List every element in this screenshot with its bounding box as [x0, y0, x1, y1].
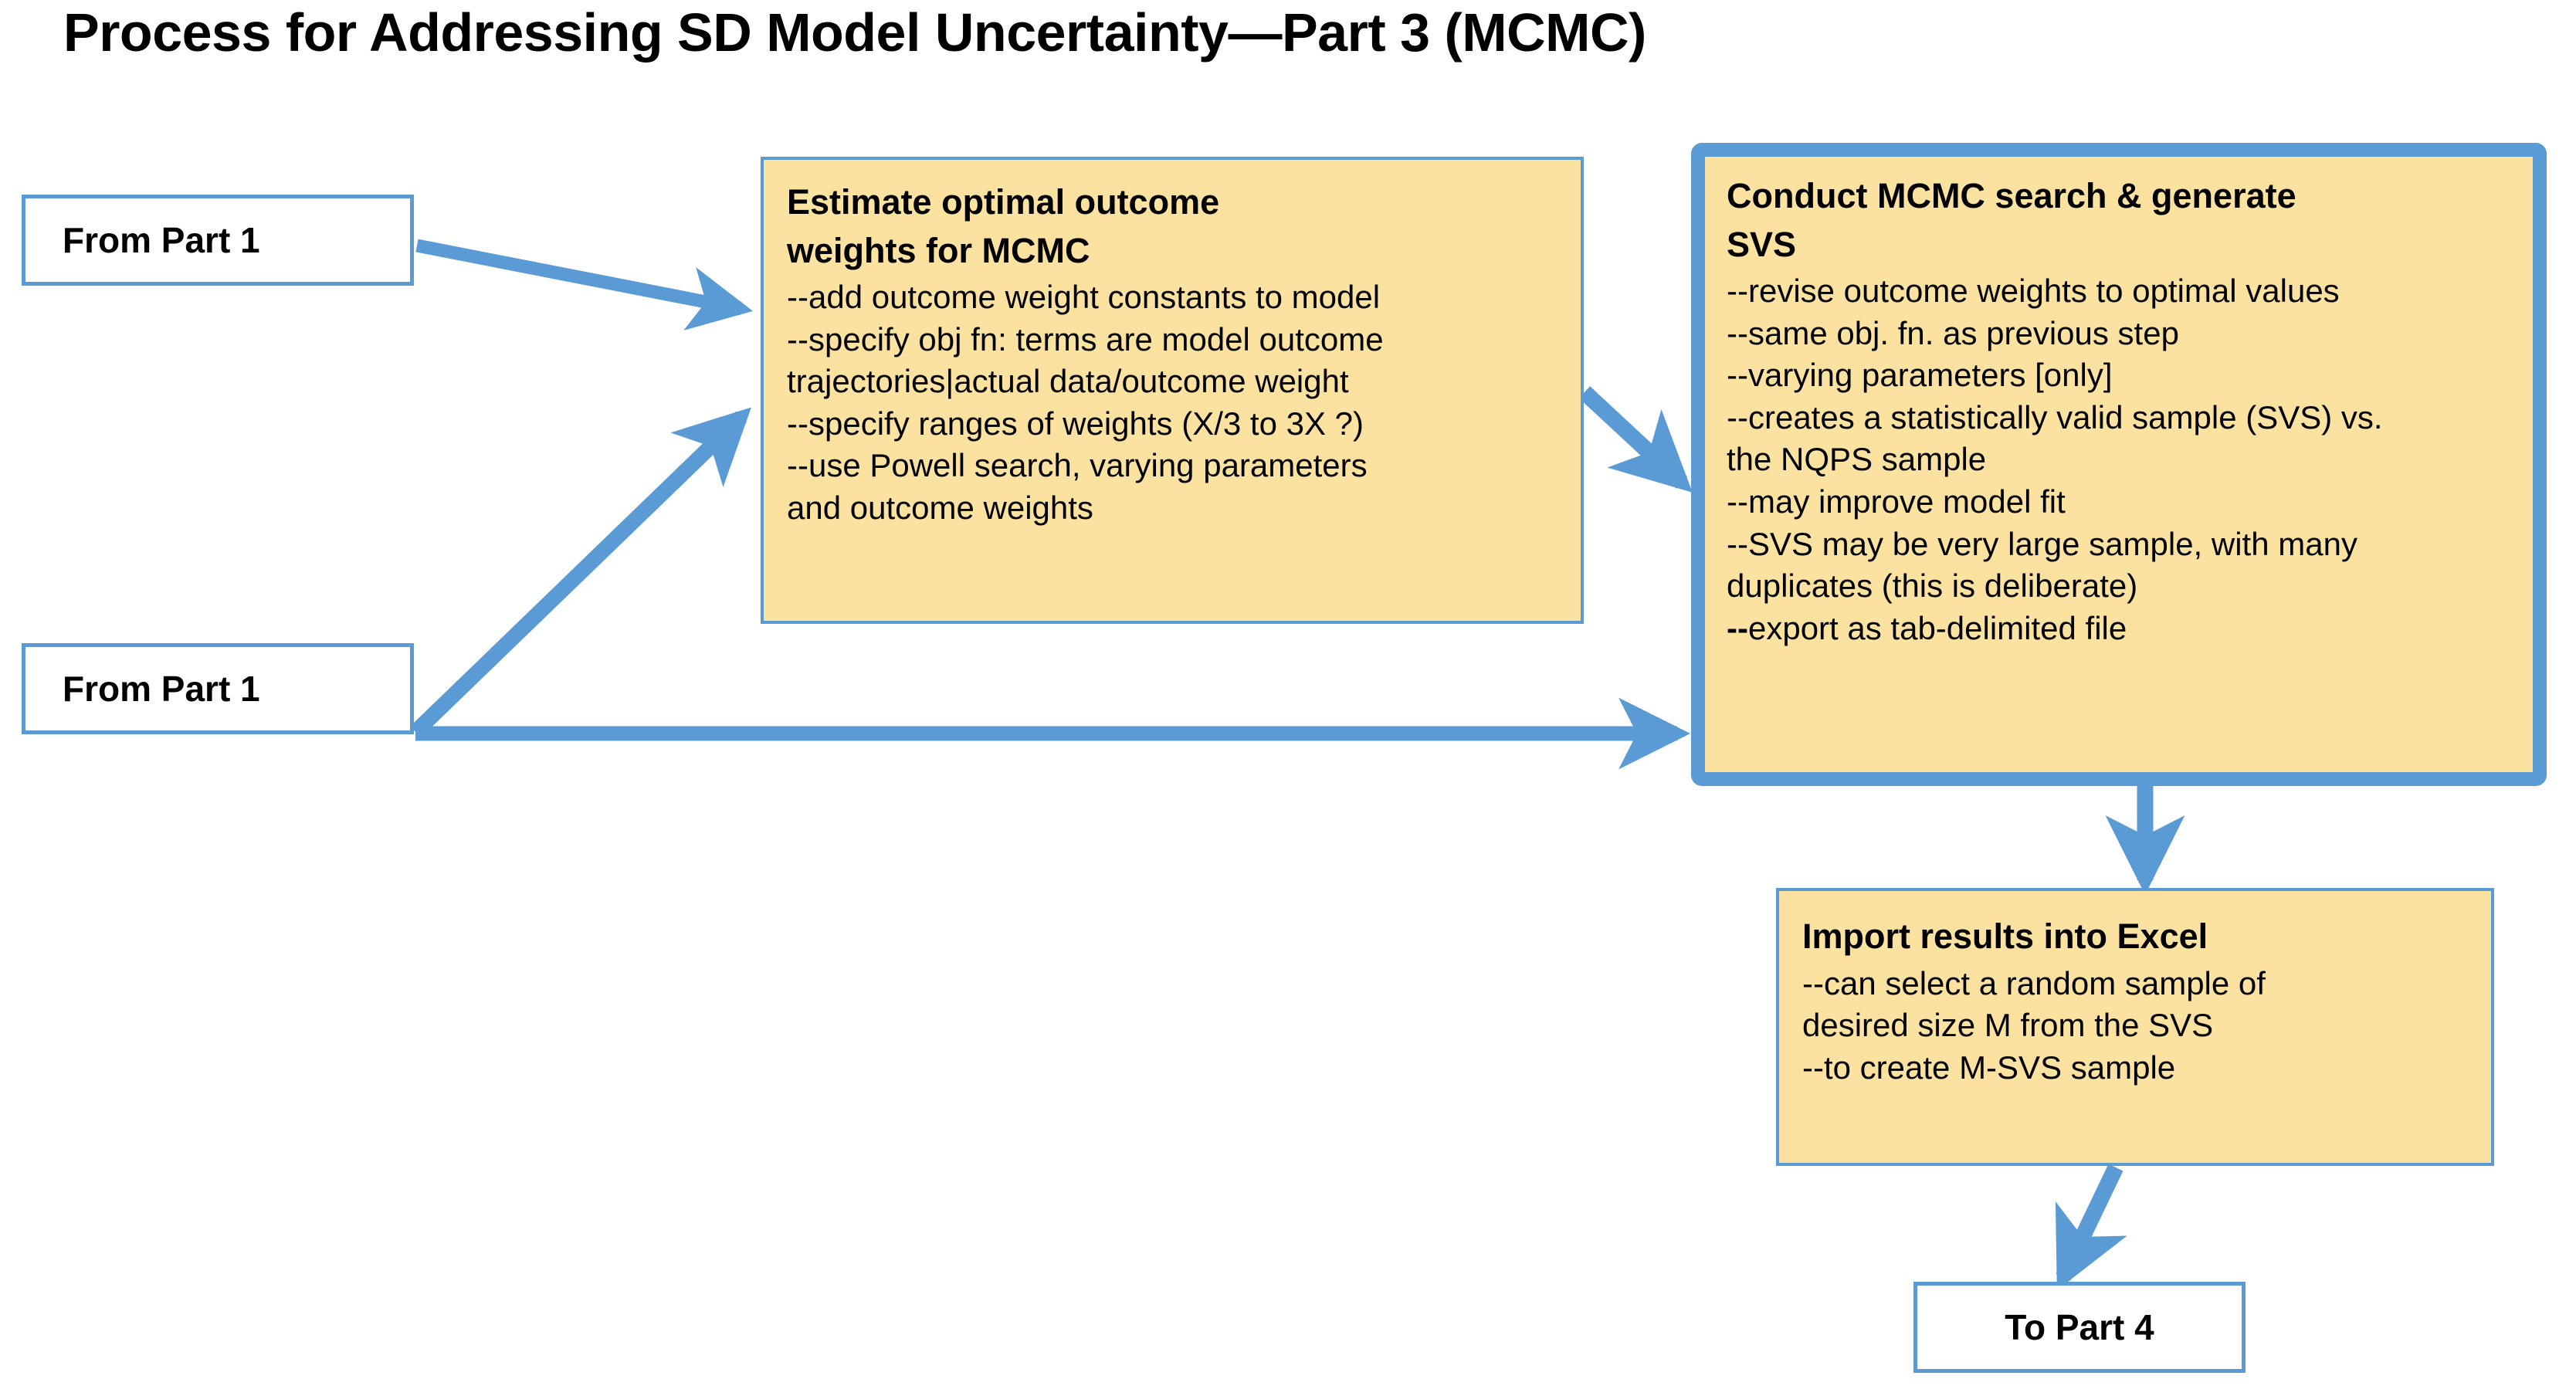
from-part-1-bottom-label: From Part 1: [63, 669, 260, 709]
arrow-from-part-1-bottom-to-estimate-weights: [410, 407, 751, 738]
import-excel-bullet-1: desired size M from the SVS: [1802, 1007, 2214, 1044]
node-import-results-into-excel[interactable]: Import results into Excel --can select a…: [1776, 888, 2494, 1166]
node-to-part-4[interactable]: To Part 4: [1913, 1282, 2246, 1373]
estimate-weights-bullet-1: --specify obj fn: terms are model outcom…: [787, 320, 1384, 357]
to-part-4-label: To Part 4: [2005, 1307, 2154, 1347]
conduct-mcmc-bullet-export-dashes: --: [1727, 609, 1748, 646]
conduct-mcmc-bullet-2: --varying parameters [only]: [1727, 357, 2113, 394]
estimate-weights-bullet-4: --use Powell search, varying parameters: [787, 447, 1368, 484]
estimate-weights-bullet-2: trajectories|actual data/outcome weight: [787, 363, 1349, 400]
node-estimate-optimal-outcome-weights[interactable]: Estimate optimal outcome weights for MCM…: [761, 157, 1584, 624]
conduct-mcmc-title-line-2: SVS: [1727, 224, 1797, 264]
estimate-weights-title-line-2: weights for MCMC: [787, 230, 1090, 270]
conduct-mcmc-bullet-5: --may improve model fit: [1727, 483, 2066, 520]
conduct-mcmc-title-line-1: Conduct MCMC search & generate: [1727, 176, 2296, 215]
estimate-weights-bullet-0: --add outcome weight constants to model: [787, 279, 1381, 315]
node-from-part-1-bottom[interactable]: From Part 1: [22, 643, 414, 734]
estimate-weights-bullet-5: and outcome weights: [787, 489, 1093, 526]
estimate-weights-bullet-3: --specify ranges of weights (X/3 to 3X ?…: [787, 405, 1364, 442]
estimate-weights-title-line-1: Estimate optimal outcome: [787, 182, 1220, 222]
conduct-mcmc-bullet-7: duplicates (this is deliberate): [1727, 568, 2138, 605]
arrow-estimate-weights-to-conduct-mcmc: [1578, 386, 1693, 493]
arrow-import-excel-to-to-part-4: [2055, 1164, 2127, 1291]
conduct-mcmc-bullet-3: --creates a statistically valid sample (…: [1727, 398, 2383, 435]
from-part-1-top-label: From Part 1: [63, 220, 260, 260]
conduct-mcmc-bullet-1: --same obj. fn. as previous step: [1727, 314, 2179, 351]
conduct-mcmc-bullet-export-text: export as tab-delimited file: [1747, 609, 2127, 646]
node-from-part-1-top[interactable]: From Part 1: [22, 195, 414, 286]
import-excel-title-line-1: Import results into Excel: [1802, 917, 2208, 956]
conduct-mcmc-bullet-0: --revise outcome weights to optimal valu…: [1727, 273, 2340, 309]
arrow-from-part-1-top-to-estimate-weights: [415, 239, 754, 330]
node-conduct-mcmc-search[interactable]: Conduct MCMC search & generate SVS --rev…: [1691, 143, 2547, 786]
import-excel-bullet-2: --to create M-SVS sample: [1802, 1049, 2176, 1086]
import-excel-bullet-0: --can select a random sample of: [1802, 964, 2266, 1001]
conduct-mcmc-bullet-6: --SVS may be very large sample, with man…: [1727, 525, 2357, 562]
conduct-mcmc-bullet-export: --export as tab-delimited file: [1727, 608, 2513, 650]
page-title: Process for Addressing SD Model Uncertai…: [63, 2, 1646, 63]
conduct-mcmc-bullet-4: the NQPS sample: [1727, 441, 1987, 478]
